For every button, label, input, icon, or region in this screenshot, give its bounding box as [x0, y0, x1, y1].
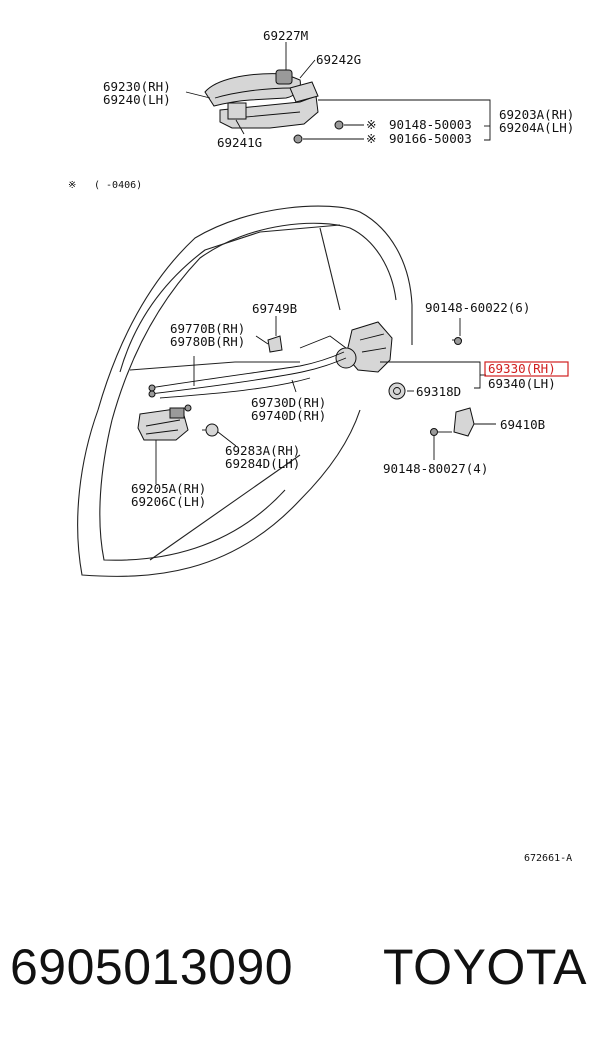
label-69203a-rh: 69203A(RH): [499, 107, 574, 122]
label-69283a-rh: 69283A(RH): [225, 443, 300, 458]
label-69340-lh: 69340(LH): [488, 376, 556, 391]
label-90166-50003: 90166-50003: [389, 131, 472, 146]
note-mark: ※: [68, 180, 76, 191]
drawing-id: 672661-A: [524, 853, 572, 864]
striker: [453, 407, 475, 437]
label-90148-50003: 90148-50003: [389, 117, 472, 132]
label-69241g: 69241G: [217, 135, 262, 150]
part-labels: 69227M 69242G 69230(RH) 69240(LH) 69241G…: [68, 28, 574, 864]
label-69749b: 69749B: [252, 301, 297, 316]
label-69227m: 69227M: [263, 28, 308, 43]
handle-lever: [289, 81, 319, 103]
cable-clamp: [267, 335, 283, 353]
label-90148-60022: 90148-60022(6): [425, 300, 530, 315]
handle-pad: [227, 102, 247, 120]
label-90148-80027: 90148-80027(4): [383, 461, 488, 476]
handle-cap: [275, 69, 293, 85]
label-69205a-rh: 69205A(RH): [131, 481, 206, 496]
label-69318d: 69318D: [416, 384, 461, 399]
handle-frame: [219, 95, 319, 129]
part-number: 6905013090: [10, 939, 294, 995]
brand-name: TOYOTA: [383, 939, 587, 995]
label-69206c-lh: 69206C(LH): [131, 494, 206, 509]
bolt-icon: [430, 428, 438, 436]
note-mark: ※: [366, 117, 376, 132]
label-69204a-lh: 69204A(LH): [499, 120, 574, 135]
label-69284d-lh: 69284D(LH): [225, 456, 300, 471]
screw-icon: [293, 134, 303, 144]
label-69230-rh: 69230(RH): [103, 79, 171, 94]
label-69330-rh: 69330(RH): [488, 361, 556, 376]
label-69740d-rh: 69740D(RH): [251, 408, 326, 423]
inside-handle-group: [137, 407, 237, 484]
note-text: ( -0406): [94, 180, 142, 191]
highlight-box: [484, 361, 569, 377]
bolt-icon: [454, 337, 462, 345]
label-69240-lh: 69240(LH): [103, 92, 171, 107]
part-footer: 6905013090 TOYOTA: [0, 930, 600, 1020]
lock-knob: [205, 423, 219, 437]
door-lock-group: [335, 318, 496, 460]
label-69770b-rh: 69770B(RH): [170, 321, 245, 336]
label-69410b: 69410B: [500, 417, 545, 432]
screw-icon: [334, 120, 344, 130]
outside-handle-group: [185, 42, 491, 144]
door-outline: [77, 205, 413, 577]
grommet: [388, 382, 406, 400]
label-69780b-rh: 69780B(RH): [170, 334, 245, 349]
label-69242g: 69242G: [316, 52, 361, 67]
note-mark: ※: [366, 131, 376, 146]
exploded-view-drawing: 69227M 69242G 69230(RH) 69240(LH) 69241G…: [68, 28, 574, 864]
cable-group: [148, 316, 347, 412]
label-69730d-rh: 69730D(RH): [251, 395, 326, 410]
